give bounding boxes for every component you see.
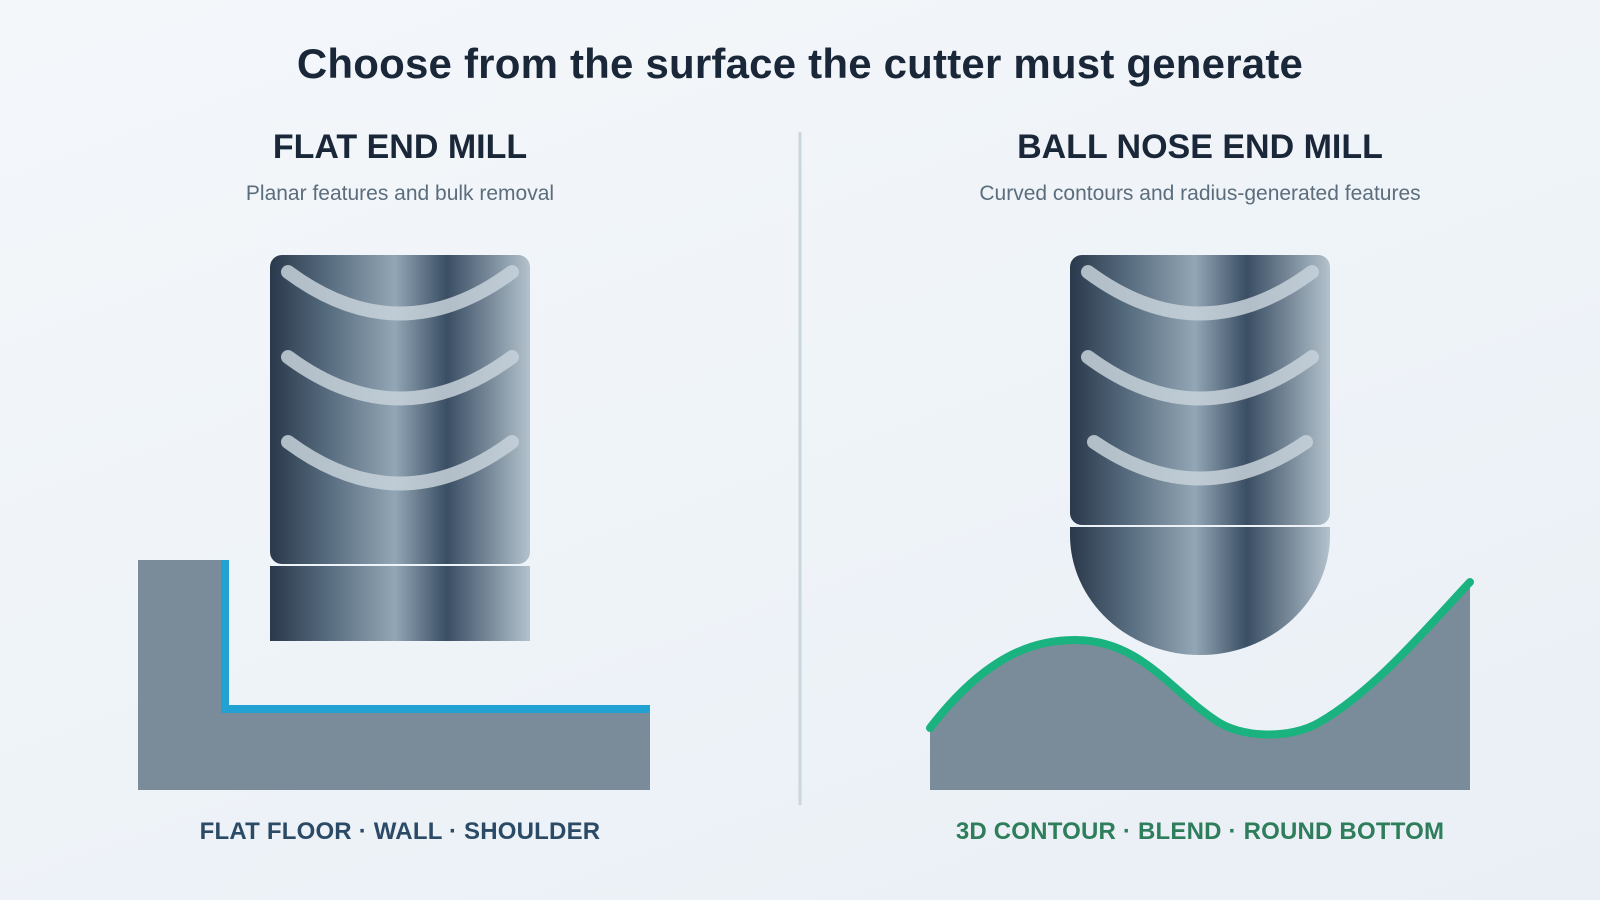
ball-generated-contour: [926, 578, 1474, 739]
flat-end-mill-title: FLAT END MILL: [272, 128, 528, 166]
ball-nose-end-mill-panel: [926, 255, 1474, 790]
flute-3: [1087, 435, 1313, 486]
flute-1: [281, 265, 519, 321]
flute-3: [281, 435, 519, 491]
flat-end-mill-caption: FLAT FLOOR · WALL · SHOULDER: [199, 818, 601, 845]
flat-end-mill-tip: [270, 566, 530, 641]
flat-end-mill-flutes: [281, 265, 519, 491]
ball-end-mill-flutes: [1081, 265, 1319, 486]
flute-2: [1081, 350, 1319, 406]
flute-2: [281, 350, 519, 406]
flute-1: [1081, 265, 1319, 321]
flat-end-mill-body: [270, 255, 530, 564]
flat-generated-surface: [221, 560, 650, 713]
ball-workpiece: [930, 582, 1470, 790]
main-title: Choose from the surface the cutter must …: [296, 40, 1304, 87]
ball-end-mill-tip: [1070, 527, 1330, 655]
ball-nose-end-mill-subtitle: Curved contours and radius-generated fea…: [979, 182, 1421, 205]
flat-end-mill-panel: [138, 255, 650, 790]
flat-workpiece: [138, 560, 650, 790]
ball-nose-end-mill-caption: 3D CONTOUR · BLEND · ROUND BOTTOM: [955, 818, 1445, 845]
ball-nose-end-mill-title: BALL NOSE END MILL: [1017, 128, 1383, 166]
flat-end-mill-subtitle: Planar features and bulk removal: [245, 182, 555, 205]
